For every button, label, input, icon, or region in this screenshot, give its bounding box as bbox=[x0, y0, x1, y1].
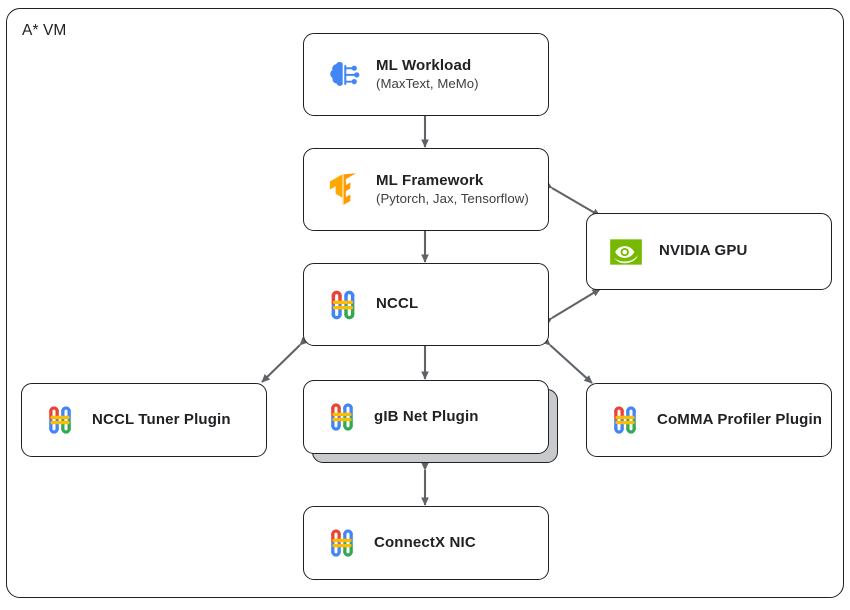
nvidia-icon bbox=[610, 238, 642, 265]
google-hpc-icon bbox=[49, 406, 71, 434]
node-title: ML Workload bbox=[376, 56, 472, 74]
node-title: gIB Net Plugin bbox=[374, 407, 479, 425]
node-subtitle: (MaxText, MeMo) bbox=[376, 76, 479, 92]
node-nccl-tuner-plugin[interactable]: NCCL Tuner Plugin bbox=[21, 383, 267, 457]
ml-brain-circuit-icon bbox=[330, 61, 360, 86]
connector-framework-nvidia bbox=[543, 180, 601, 217]
node-ml-framework[interactable]: ML Framework (Pytorch, Jax, Tensorflow) bbox=[303, 148, 549, 231]
node-title: NCCL Tuner Plugin bbox=[92, 410, 231, 428]
node-comma-profiler-plugin[interactable]: CoMMA Profiler Plugin bbox=[586, 383, 832, 457]
google-hpc-icon bbox=[331, 403, 353, 431]
node-title: NVIDIA GPU bbox=[659, 242, 748, 260]
node-ml-workload[interactable]: ML Workload (MaxText, MeMo) bbox=[303, 33, 549, 116]
node-title: CoMMA Profiler Plugin bbox=[657, 410, 823, 428]
vm-container-label: A* VM bbox=[22, 22, 67, 39]
node-subtitle: (Pytorch, Jax, Tensorflow) bbox=[376, 191, 529, 207]
node-title: ML Framework bbox=[376, 171, 484, 189]
connector-nccl-comma bbox=[541, 337, 593, 384]
connector-nccl-nvidia bbox=[543, 288, 601, 326]
node-nccl[interactable]: NCCL bbox=[303, 263, 549, 346]
node-nvidia-gpu[interactable]: NVIDIA GPU bbox=[586, 213, 832, 290]
google-hpc-icon bbox=[614, 406, 636, 434]
google-hpc-icon bbox=[331, 290, 355, 319]
connector-nccl-tuner bbox=[261, 336, 309, 383]
tensorflow-icon bbox=[329, 172, 357, 205]
node-title: NCCL bbox=[376, 295, 419, 313]
google-hpc-icon bbox=[331, 529, 353, 557]
node-title: ConnectX NIC bbox=[374, 533, 476, 551]
node-connectx-nic[interactable]: ConnectX NIC bbox=[303, 506, 549, 580]
node-gib-net-plugin[interactable]: gIB Net Plugin bbox=[303, 380, 549, 454]
